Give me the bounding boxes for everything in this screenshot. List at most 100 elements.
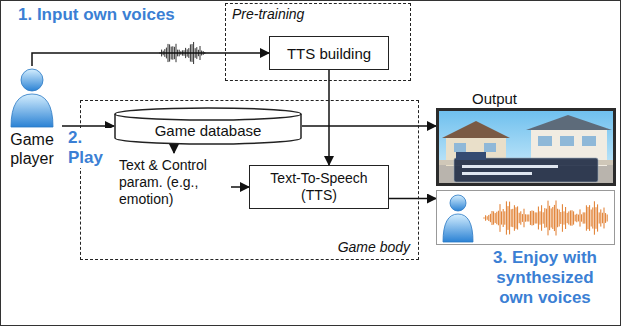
house-window (484, 143, 496, 152)
house-window (560, 136, 574, 146)
house-roof (442, 121, 510, 138)
cylinder-body (115, 108, 301, 144)
dialog-line (462, 165, 558, 168)
waveform-stroke (580, 209, 581, 226)
waveform-stroke (546, 209, 547, 228)
waveform-stroke (504, 211, 505, 224)
waveform-stroke (564, 211, 565, 224)
waveform-stroke (509, 202, 510, 235)
dialog-box (454, 158, 598, 182)
waveform-stroke (528, 214, 529, 221)
waveform-stroke (607, 214, 608, 221)
waveform-stroke (490, 214, 491, 222)
waveform-stroke (581, 214, 582, 221)
player-figure: Game player (2, 66, 62, 170)
waveform-stroke (592, 207, 593, 228)
screen-frame (436, 108, 616, 186)
waveform-stroke (511, 209, 512, 227)
waveform-stroke (605, 213, 606, 223)
group-box: Game databaseText & Control param. (e.g.… (80, 100, 419, 260)
waveform-stroke (485, 215, 486, 220)
flow-arrow (302, 125, 436, 127)
step-label: 1. Input own voices (18, 5, 208, 25)
flow-arrow (231, 186, 249, 188)
person-head (450, 195, 466, 211)
house-window (454, 143, 466, 152)
waveform-stroke (525, 214, 526, 221)
waveform-stroke (557, 209, 558, 227)
waveform-stroke (501, 211, 502, 224)
flow-arrow (173, 144, 175, 153)
waveform-stroke (508, 206, 509, 230)
waveform-stroke (527, 214, 528, 221)
waveform-stroke (578, 215, 579, 222)
waveform-stroke (520, 211, 521, 224)
waveform-stroke (496, 212, 497, 224)
waveform-stroke (596, 207, 597, 229)
node-text: 3. Enjoy with synthesized own voices (480, 248, 610, 308)
waveform-stroke (492, 211, 493, 225)
waveform-stroke (536, 212, 537, 223)
cylinder-rim (115, 114, 301, 120)
waveform-stroke (554, 205, 555, 231)
process-box: Text-To-Speech (TTS) (249, 165, 389, 209)
node-text: Game body (338, 239, 410, 255)
waveform-stroke (600, 209, 601, 226)
game-screen: Output (436, 90, 616, 186)
waveform-stroke (524, 209, 525, 228)
waveform-stroke (551, 208, 552, 227)
waveform-stroke (583, 212, 584, 223)
group-box: TTS buildingPre-training (225, 3, 411, 81)
waveform-stroke (599, 212, 600, 223)
waveform-stroke (562, 204, 563, 232)
waveform-stroke (532, 210, 533, 225)
dialog-name-tag (456, 152, 486, 160)
waveform-stroke (589, 205, 590, 231)
waveform-stroke (517, 206, 518, 229)
node-text: TTS building (287, 45, 371, 62)
waveform-stroke (567, 213, 568, 223)
waveform-stroke (514, 205, 515, 231)
waveform-stroke (544, 208, 545, 228)
flow-arrow (62, 125, 114, 127)
voice-output-box: 3. Enjoy with synthesized own voices (436, 188, 616, 312)
node-text: Output (436, 90, 616, 108)
waveform-stroke (522, 214, 523, 222)
waveform-stroke (538, 207, 539, 230)
node-text: Text-To-Speech (TTS) (264, 170, 374, 204)
waveform-stroke (588, 207, 589, 229)
person-body (443, 214, 473, 242)
waveform-stroke (533, 211, 534, 225)
waveform-stroke (548, 201, 549, 236)
synth-waveform (484, 200, 607, 235)
waveform-stroke (498, 211, 499, 226)
house-roof (526, 115, 612, 130)
waveform-stroke (559, 210, 560, 227)
waveform-stroke (487, 216, 488, 220)
person-body (11, 94, 53, 127)
waveform-stroke (560, 212, 561, 224)
panel-frame (437, 191, 615, 245)
waveform-stroke (584, 212, 585, 223)
waveform-stroke (591, 209, 592, 226)
waveform-stroke (568, 211, 569, 224)
waveform-stroke (535, 212, 536, 223)
game-screenshot (436, 108, 616, 186)
waveform-stroke (512, 209, 513, 227)
data-text: Text & Control param. (e.g., emotion) (117, 153, 231, 210)
node-text: Game database (155, 122, 262, 139)
waveform-stroke (586, 205, 587, 230)
waveform-stroke (506, 201, 507, 234)
waveform-stroke (573, 211, 574, 224)
waveform-stroke (488, 215, 489, 221)
waveform-stroke (576, 214, 577, 222)
waveform-stroke (556, 200, 557, 235)
waveform-stroke (552, 207, 553, 229)
waveform-stroke (575, 215, 576, 222)
waveform-stroke (540, 211, 541, 224)
player-icon (2, 66, 62, 128)
waveform-stroke (519, 213, 520, 223)
step-label: 2. Play (68, 128, 114, 168)
